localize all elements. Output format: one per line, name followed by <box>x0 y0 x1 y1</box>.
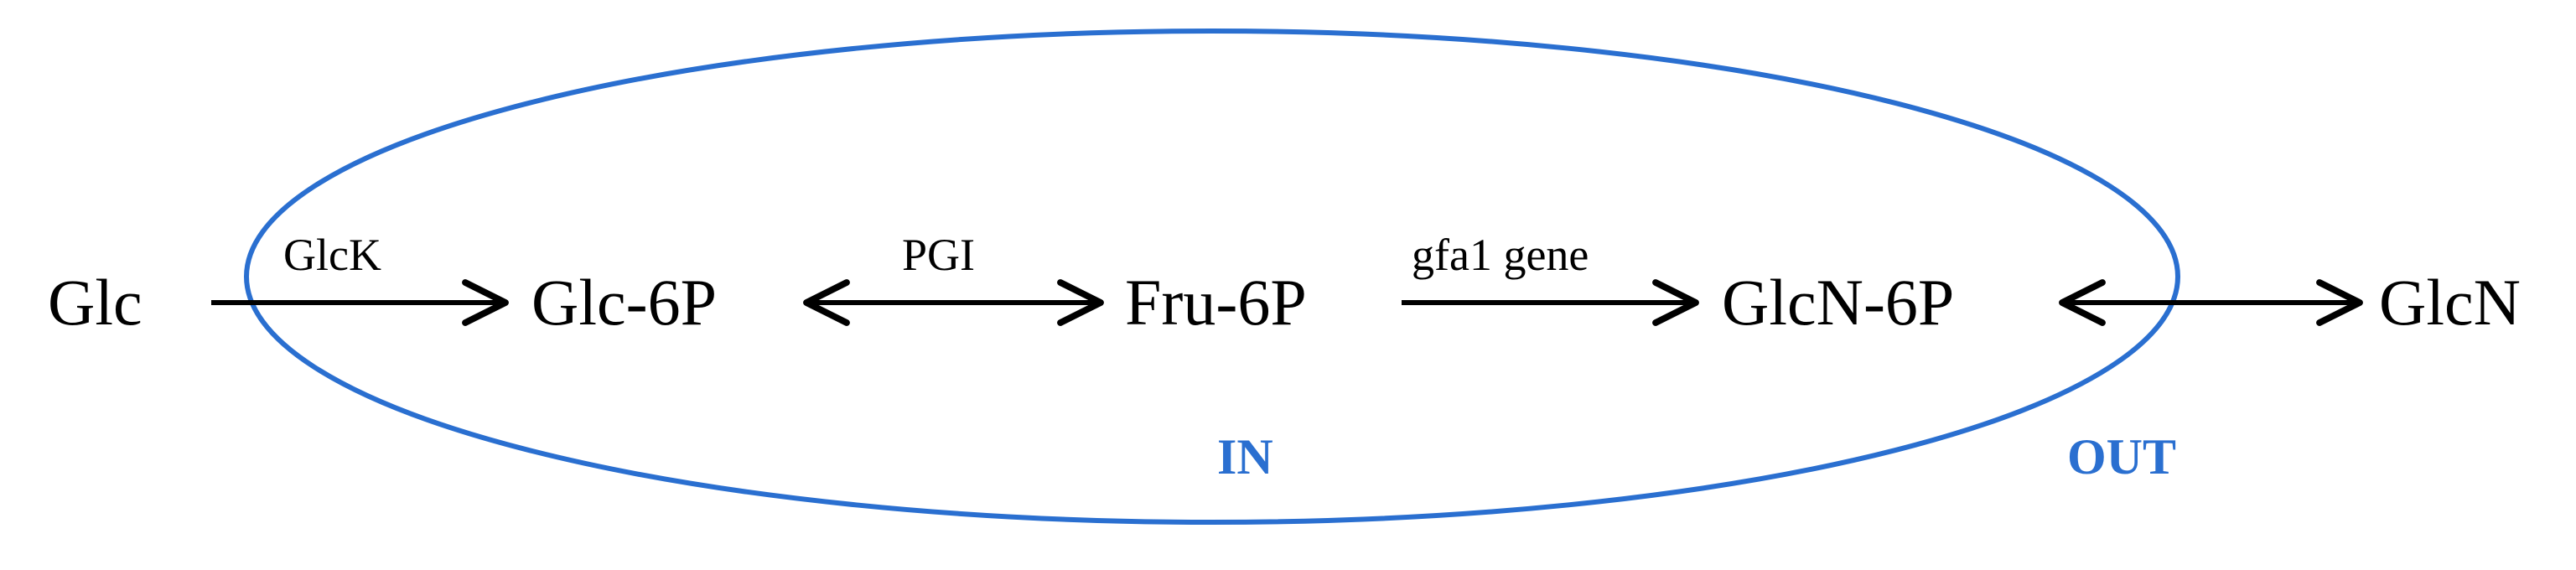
enzyme-gfa1-gene: gfa1 gene <box>1412 230 1589 280</box>
enzyme-glck: GlcK <box>283 230 381 280</box>
enzyme-pgi: PGI <box>902 230 975 280</box>
metabolite-fru6p: Fru-6P <box>1125 266 1307 339</box>
metabolite-glcn: GlcN <box>2379 266 2521 339</box>
metabolite-glc6p: Glc-6P <box>531 266 717 339</box>
metabolite-glc: Glc <box>48 266 143 339</box>
region-label-out: OUT <box>2067 429 2176 484</box>
region-label-in: IN <box>1217 429 1273 484</box>
metabolite-glcn6p: GlcN-6P <box>1722 266 1954 339</box>
cell-membrane-ellipse <box>244 28 2180 525</box>
